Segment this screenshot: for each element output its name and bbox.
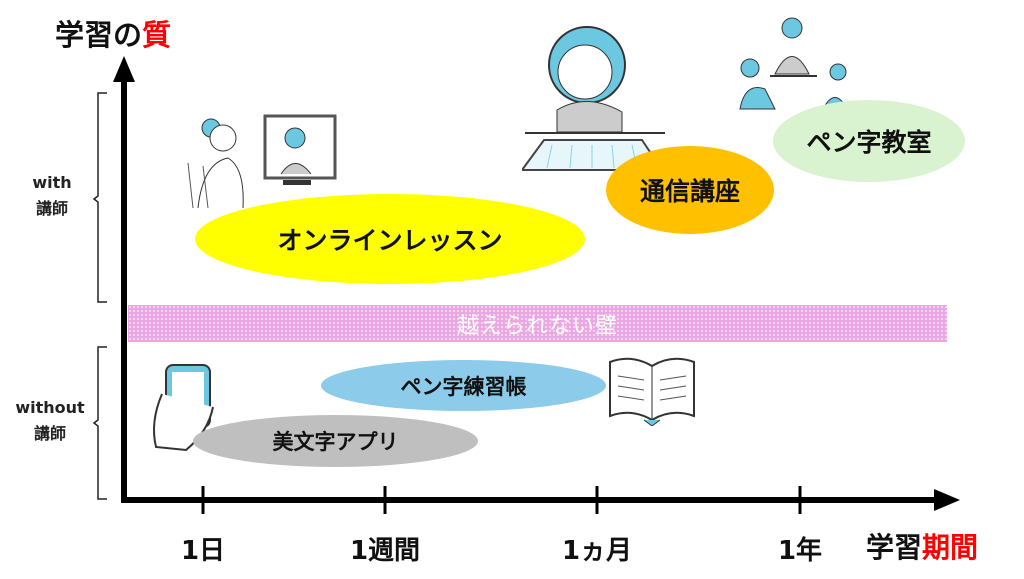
item-online-lesson-label: オンラインレッスン (277, 226, 503, 255)
x-axis-title: 学習期間 (866, 526, 978, 566)
online-lesson-illustration (187, 114, 337, 209)
bracket-with (92, 92, 107, 303)
tick-label-1year: 1年 (777, 536, 823, 566)
y-axis-title: 学習の質 (55, 12, 171, 54)
item-correspondence-course: 通信講座 (606, 146, 774, 234)
item-pen-classroom-label: ペン字教室 (806, 128, 932, 157)
tick-label-1month: 1ヵ月 (561, 536, 633, 566)
x-axis-title-text: 学習 (866, 531, 923, 564)
tick-label-1week: 1週間 (349, 536, 421, 566)
group-label-without: without 講師 (4, 395, 96, 447)
workbook-illustration (609, 357, 695, 426)
item-calligraphy-app: 美文字アプリ (193, 415, 478, 467)
group-label-with-line1: with (32, 173, 72, 192)
group-label-with-line2: 講師 (35, 199, 68, 218)
item-pen-classroom: ペン字教室 (773, 100, 965, 182)
bracket-without (92, 346, 107, 500)
y-axis-title-text: 学習の (55, 18, 143, 52)
tick-label-1day: 1日 (180, 536, 226, 566)
y-axis (113, 56, 135, 503)
barrier-label: 越えられない壁 (456, 313, 618, 339)
group-label-without-line1: without (15, 398, 85, 417)
classroom-illustration (739, 17, 848, 110)
x-axis-title-emphasis: 期間 (922, 531, 979, 564)
item-calligraphy-app-label: 美文字アプリ (272, 430, 399, 454)
group-label-with: with 講師 (22, 170, 82, 222)
item-correspondence-course-label: 通信講座 (639, 177, 740, 206)
group-label-without-line2: 講師 (33, 424, 66, 443)
y-axis-title-emphasis: 質 (142, 18, 172, 52)
barrier-band: 越えられない壁 (128, 305, 947, 342)
item-pen-workbook: ペン字練習帳 (321, 360, 606, 411)
correspondence-illustration (522, 26, 665, 171)
x-axis (121, 489, 960, 511)
item-online-lesson: オンラインレッスン (195, 194, 585, 284)
x-axis-ticks (201, 486, 802, 514)
item-pen-workbook-label: ペン字練習帳 (400, 374, 527, 399)
